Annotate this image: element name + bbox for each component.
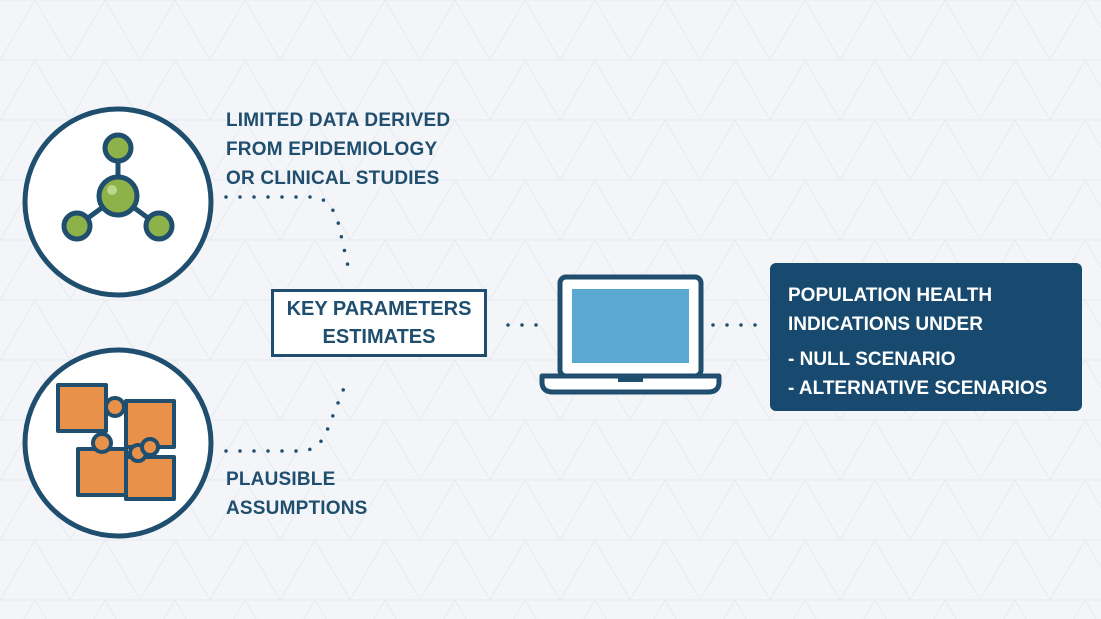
molecule-icon: [22, 106, 214, 298]
assumptions-line-1: PLAUSIBLE: [226, 469, 336, 490]
data-source-line-1: LIMITED DATA DERIVED: [226, 110, 451, 131]
laptop-icon: [539, 274, 722, 395]
population-health-box: POPULATION HEALTH INDICATIONS UNDER - NU…: [770, 263, 1082, 411]
key-parameters-line-2: ESTIMATES: [322, 326, 436, 348]
connector-data-to-key: [224, 195, 352, 277]
puzzle-icon: [22, 347, 214, 539]
output-heading-line-2: INDICATIONS UNDER: [788, 314, 983, 335]
assumptions-line-2: ASSUMPTIONS: [226, 498, 368, 519]
data-source-line-2: FROM EPIDEMIOLOGY: [226, 139, 438, 160]
data-source-label: LIMITED DATA DERIVED FROM EPIDEMIOLOGY O…: [226, 106, 450, 193]
assumptions-label: PLAUSIBLE ASSUMPTIONS: [226, 465, 368, 523]
key-parameters-box: KEY PARAMETERS ESTIMATES: [271, 289, 487, 357]
data-source-line-3: OR CLINICAL STUDIES: [226, 168, 440, 189]
key-parameters-line-1: KEY PARAMETERS: [286, 298, 472, 320]
output-heading-line-1: POPULATION HEALTH: [788, 285, 993, 306]
connector-assumptions-to-key: [224, 376, 350, 453]
output-item-alternative: - ALTERNATIVE SCENARIOS: [788, 378, 1048, 399]
output-item-null: - NULL SCENARIO: [788, 349, 956, 370]
